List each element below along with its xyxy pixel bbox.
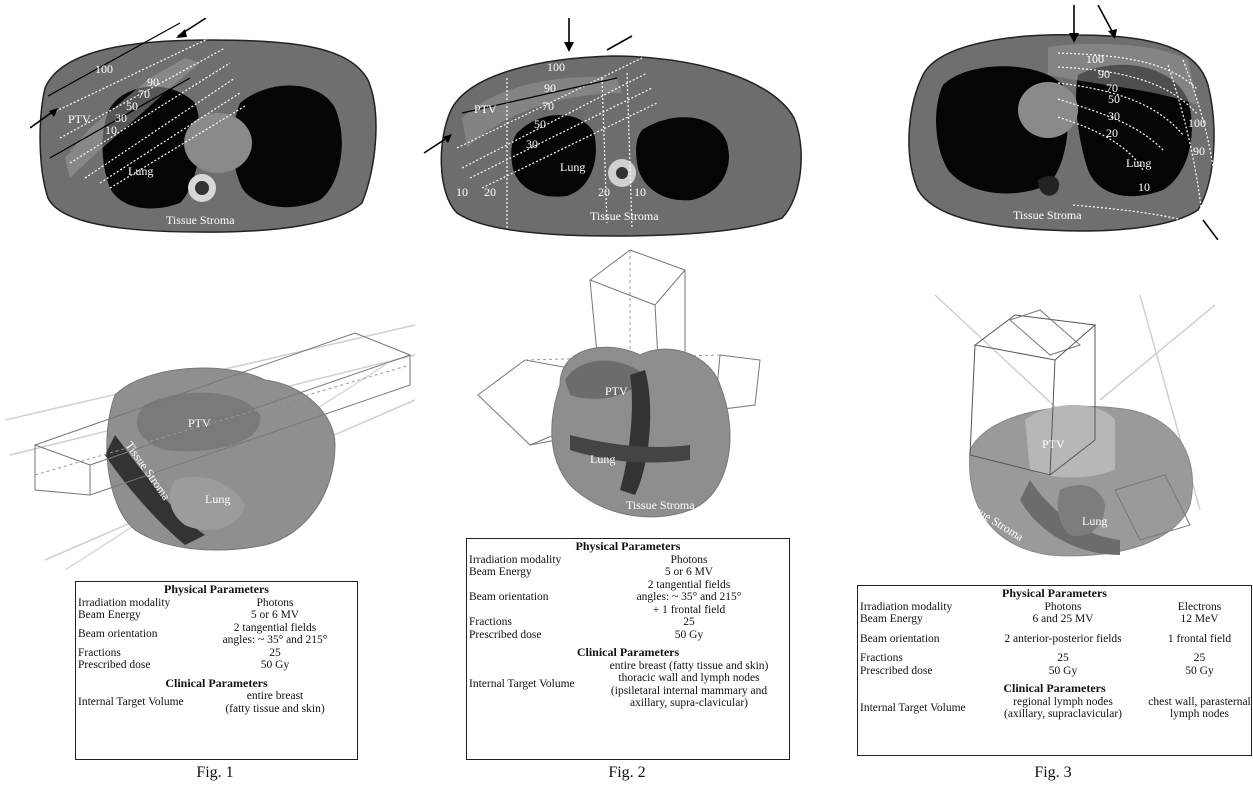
figure-caption: Fig. 3 bbox=[993, 764, 1113, 782]
isodose-label: 50 bbox=[1108, 92, 1120, 106]
render-lung-label: Lung bbox=[205, 492, 230, 506]
isodose-label: 50 bbox=[534, 117, 546, 131]
isodose-label: 100 bbox=[1086, 52, 1104, 66]
isodose-label: 90 bbox=[544, 81, 556, 95]
isodose-label: 10 bbox=[1138, 180, 1150, 194]
ptv-label: PTV bbox=[68, 112, 91, 126]
render-lung-label: Lung bbox=[1082, 514, 1107, 528]
physical-parameters-title: Physical Parameters bbox=[858, 586, 1251, 601]
parameters-table-3: Physical Parameters Irradiation modality… bbox=[857, 585, 1252, 756]
isodose-label: 10 bbox=[105, 123, 117, 137]
isodose-label: 30 bbox=[526, 137, 538, 151]
ct-slice-1: 100 90 70 50 30 10 PTV Lung Tissue Strom… bbox=[30, 18, 390, 238]
parameters-table-1: Physical Parameters Irradiation modality… bbox=[75, 581, 358, 760]
isodose-label: 90 bbox=[1098, 67, 1110, 81]
isodose-label: 90 bbox=[1193, 144, 1205, 158]
ct-slice-2: 100 90 70 50 30 10 20 20 10 PTV Lung Tis… bbox=[422, 18, 812, 238]
isodose-label: 10 bbox=[456, 185, 468, 199]
isodose-label: 20 bbox=[598, 185, 610, 199]
ptv-label: PTV bbox=[474, 102, 497, 116]
render-stroma-label: Tissue Stroma bbox=[626, 498, 695, 512]
tissue-stroma-label: Tissue Stroma bbox=[590, 209, 659, 223]
isodose-label: 20 bbox=[484, 185, 496, 199]
clinical-parameters-title: Clinical Parameters bbox=[467, 645, 789, 660]
isodose-label: 100 bbox=[547, 60, 565, 74]
isodose-label: 100 bbox=[1188, 116, 1206, 130]
isodose-label: 100 bbox=[95, 62, 113, 76]
isodose-label: 20 bbox=[1106, 126, 1118, 140]
tissue-stroma-label: Tissue Stroma bbox=[1013, 208, 1082, 222]
isodose-label: 70 bbox=[138, 87, 150, 101]
isodose-label: 10 bbox=[634, 185, 646, 199]
render-ptv-label: PTV bbox=[605, 384, 628, 398]
parameters-table-2: Physical Parameters Irradiation modality… bbox=[466, 538, 790, 760]
render-lung-label: Lung bbox=[590, 452, 615, 466]
render-ptv-label: PTV bbox=[1042, 437, 1065, 451]
figure-caption: Fig. 2 bbox=[567, 764, 687, 782]
figure-caption: Fig. 1 bbox=[155, 764, 275, 782]
isodose-label: 70 bbox=[542, 99, 554, 113]
render-3d-1: PTV Lung Tissue Stroma bbox=[5, 305, 420, 570]
clinical-parameters-title: Clinical Parameters bbox=[76, 676, 357, 691]
lung-label: Lung bbox=[1126, 156, 1151, 170]
clinical-parameters-title: Clinical Parameters bbox=[858, 681, 1251, 696]
render-3d-3: PTV Lung Tissue Stroma bbox=[930, 290, 1220, 580]
lung-label: Lung bbox=[560, 160, 585, 174]
ct-slice-3: 100 90 70 50 30 20 100 90 10 Lung Tissue… bbox=[898, 5, 1233, 240]
tissue-stroma-label: Tissue Stroma bbox=[166, 213, 235, 227]
lung-label: Lung bbox=[128, 164, 153, 178]
render-3d-2: PTV Lung Tissue Stroma bbox=[470, 245, 790, 535]
render-ptv-label: PTV bbox=[188, 416, 211, 430]
physical-parameters-title: Physical Parameters bbox=[76, 582, 357, 597]
isodose-label: 30 bbox=[1108, 109, 1120, 123]
physical-parameters-title: Physical Parameters bbox=[467, 539, 789, 554]
isodose-label: 50 bbox=[126, 99, 138, 113]
